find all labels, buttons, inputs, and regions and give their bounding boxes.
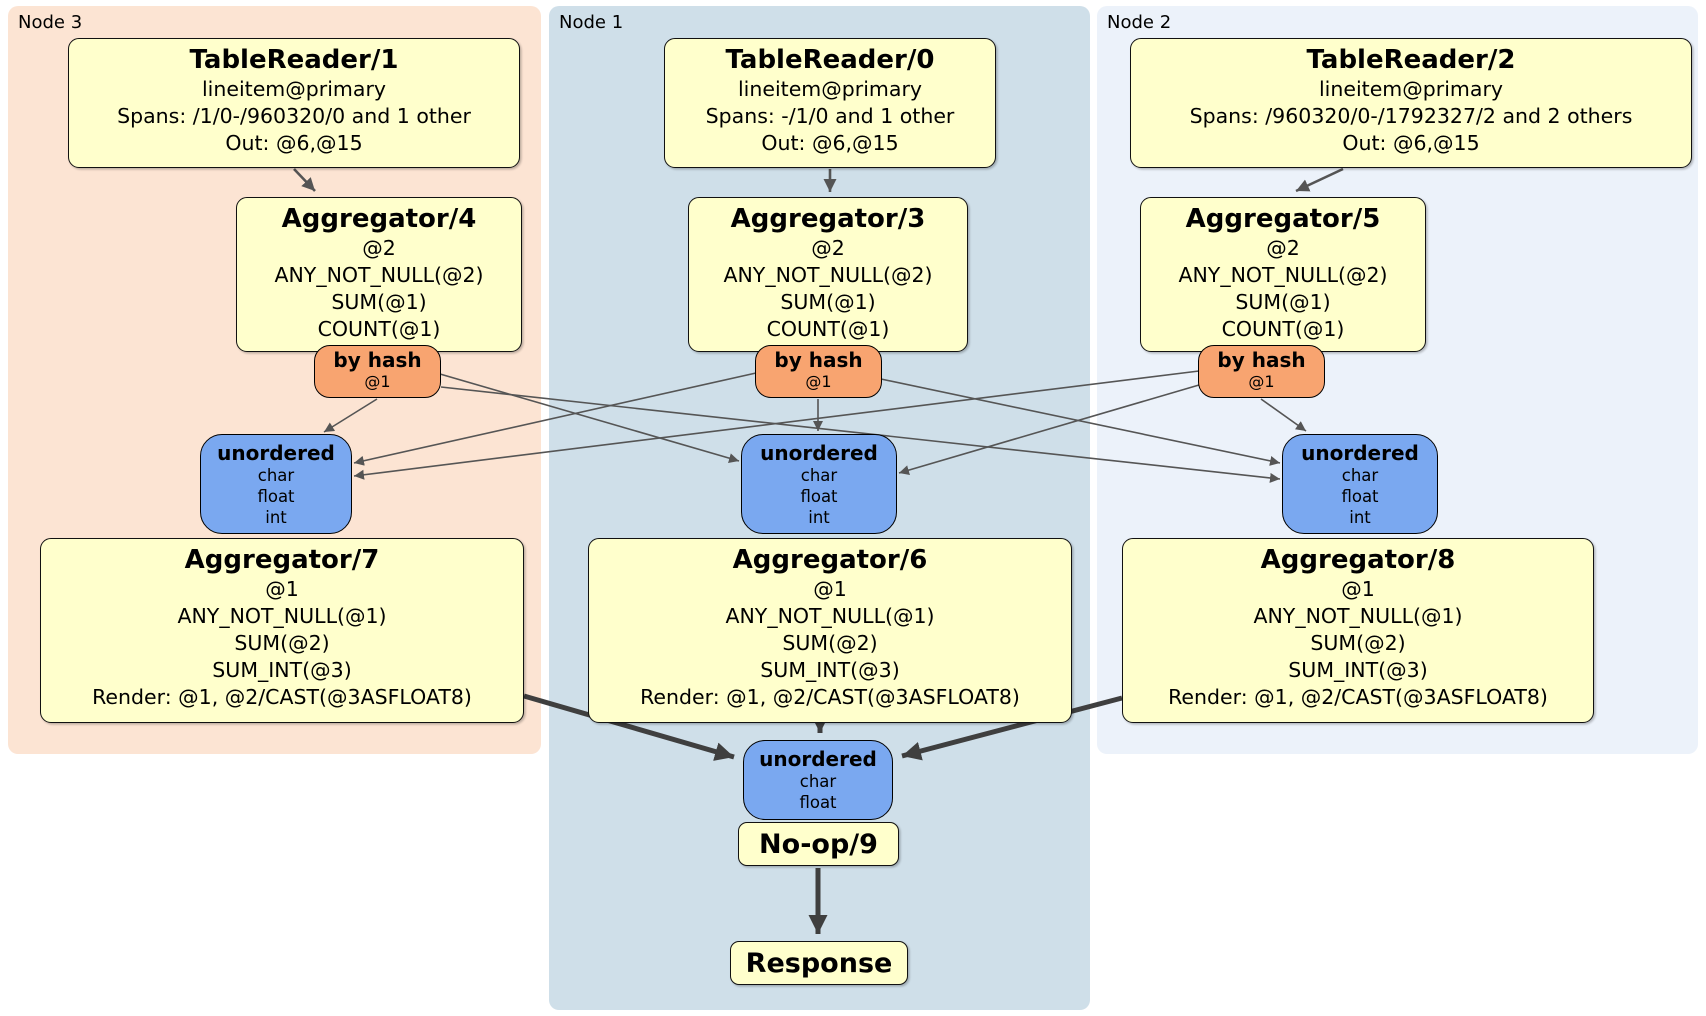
sync-item: float xyxy=(800,487,838,506)
router-title: by hash xyxy=(333,348,422,372)
sync-title: unordered xyxy=(760,441,878,465)
router-key: @1 xyxy=(364,372,391,391)
router-key: @1 xyxy=(1248,372,1275,391)
sync-item: float xyxy=(257,487,295,506)
box-title: Aggregator/4 xyxy=(281,204,477,234)
node1-label: Node 1 xyxy=(559,12,624,33)
box-line: ANY_NOT_NULL(@1) xyxy=(725,604,935,628)
sync-title: unordered xyxy=(1301,441,1419,465)
box-line: SUM(@2) xyxy=(234,631,330,655)
box-line: SUM(@2) xyxy=(782,631,878,655)
box-line: @2 xyxy=(1266,236,1300,260)
sync-item: char xyxy=(1341,466,1379,485)
unordered-sync-node1: unordered char float int xyxy=(741,434,897,534)
box-title: Response xyxy=(745,947,893,979)
box-title: TableReader/1 xyxy=(189,45,399,75)
box-line: SUM_INT(@3) xyxy=(1288,658,1428,682)
response-box: Response xyxy=(730,941,908,985)
box-line: Render: @1, @2/CAST(@3ASFLOAT8) xyxy=(1168,685,1548,709)
box-line: ANY_NOT_NULL(@2) xyxy=(1178,263,1388,287)
box-line: Spans: -/1/0 and 1 other xyxy=(705,104,955,128)
table-reader-0-box: TableReader/0 lineitem@primary Spans: -/… xyxy=(664,38,996,168)
box-line: Out: @6,@15 xyxy=(1342,131,1480,155)
unordered-sync-final: unordered char float xyxy=(743,740,893,820)
box-line: COUNT(@1) xyxy=(1221,317,1345,341)
box-line: lineitem@primary xyxy=(737,77,923,101)
box-title: No-op/9 xyxy=(759,828,878,860)
box-title: Aggregator/6 xyxy=(732,545,928,575)
box-line: ANY_NOT_NULL(@2) xyxy=(274,263,484,287)
table-reader-2-box: TableReader/2 lineitem@primary Spans: /9… xyxy=(1130,38,1692,168)
box-line: @1 xyxy=(265,577,299,601)
hash-router-node2: by hash @1 xyxy=(1198,345,1325,398)
box-line: SUM(@1) xyxy=(331,290,427,314)
aggregator-6-box: Aggregator/6 @1 ANY_NOT_NULL(@1) SUM(@2)… xyxy=(588,538,1072,723)
box-line: ANY_NOT_NULL(@1) xyxy=(177,604,387,628)
box-line: Out: @6,@15 xyxy=(761,131,899,155)
box-title: Aggregator/3 xyxy=(730,204,926,234)
node3-label: Node 3 xyxy=(18,12,83,33)
sync-item: char xyxy=(257,466,295,485)
sync-item: int xyxy=(265,508,287,527)
unordered-sync-node2: unordered char float int xyxy=(1282,434,1438,534)
aggregator-4-box: Aggregator/4 @2 ANY_NOT_NULL(@2) SUM(@1)… xyxy=(236,197,522,352)
box-line: SUM(@1) xyxy=(780,290,876,314)
box-line: SUM(@2) xyxy=(1310,631,1406,655)
sync-item: int xyxy=(1349,508,1371,527)
box-line: Render: @1, @2/CAST(@3ASFLOAT8) xyxy=(640,685,1020,709)
node2-label: Node 2 xyxy=(1107,12,1172,33)
box-line: ANY_NOT_NULL(@2) xyxy=(723,263,933,287)
noop-box: No-op/9 xyxy=(738,822,899,866)
box-line: Render: @1, @2/CAST(@3ASFLOAT8) xyxy=(92,685,472,709)
box-title: TableReader/0 xyxy=(725,45,935,75)
box-line: ANY_NOT_NULL(@1) xyxy=(1253,604,1463,628)
aggregator-7-box: Aggregator/7 @1 ANY_NOT_NULL(@1) SUM(@2)… xyxy=(40,538,524,723)
hash-router-node3: by hash @1 xyxy=(314,345,441,398)
box-title: TableReader/2 xyxy=(1306,45,1516,75)
box-line: COUNT(@1) xyxy=(766,317,890,341)
box-line: Spans: /960320/0-/1792327/2 and 2 others xyxy=(1189,104,1633,128)
box-line: Spans: /1/0-/960320/0 and 1 other xyxy=(117,104,471,128)
box-line: SUM_INT(@3) xyxy=(212,658,352,682)
router-title: by hash xyxy=(774,348,863,372)
sync-title: unordered xyxy=(217,441,335,465)
sync-title: unordered xyxy=(759,747,877,771)
box-line: @2 xyxy=(811,236,845,260)
aggregator-3-box: Aggregator/3 @2 ANY_NOT_NULL(@2) SUM(@1)… xyxy=(688,197,968,352)
table-reader-1-box: TableReader/1 lineitem@primary Spans: /1… xyxy=(68,38,520,168)
unordered-sync-node3: unordered char float int xyxy=(200,434,352,534)
sync-item: float xyxy=(1341,487,1379,506)
box-line: lineitem@primary xyxy=(1318,77,1504,101)
box-title: Aggregator/7 xyxy=(184,545,380,575)
box-line: SUM_INT(@3) xyxy=(760,658,900,682)
box-line: COUNT(@1) xyxy=(317,317,441,341)
box-line: @1 xyxy=(1341,577,1375,601)
sync-item: char xyxy=(799,772,837,791)
sync-item: int xyxy=(808,508,830,527)
box-line: @1 xyxy=(813,577,847,601)
box-line: Out: @6,@15 xyxy=(225,131,363,155)
aggregator-8-box: Aggregator/8 @1 ANY_NOT_NULL(@1) SUM(@2)… xyxy=(1122,538,1594,723)
sync-item: char xyxy=(800,466,838,485)
router-key: @1 xyxy=(805,372,832,391)
box-title: Aggregator/5 xyxy=(1185,204,1381,234)
box-line: SUM(@1) xyxy=(1235,290,1331,314)
router-title: by hash xyxy=(1217,348,1306,372)
box-line: lineitem@primary xyxy=(201,77,387,101)
box-title: Aggregator/8 xyxy=(1260,545,1456,575)
aggregator-5-box: Aggregator/5 @2 ANY_NOT_NULL(@2) SUM(@1)… xyxy=(1140,197,1426,352)
sync-item: float xyxy=(799,793,837,812)
box-line: @2 xyxy=(362,236,396,260)
hash-router-node1: by hash @1 xyxy=(755,345,882,398)
